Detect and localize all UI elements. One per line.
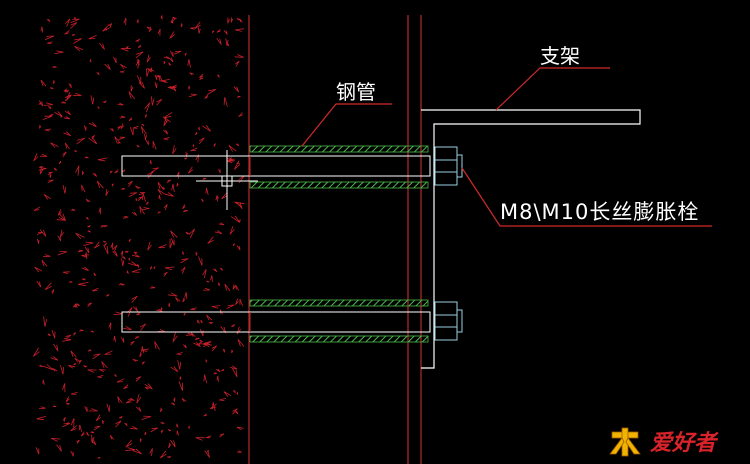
bolt-nut-upper: [434, 146, 463, 186]
leader-bolt: [461, 167, 712, 227]
cad-crosshair-cursor: [196, 150, 258, 210]
label-support: 支架: [540, 44, 580, 68]
expansion-bolt-lower: [121, 311, 431, 333]
bolt-nut-lower: [434, 301, 463, 341]
support-bracket: [421, 109, 641, 369]
label-steel-pipe: 钢管: [336, 80, 376, 104]
label-expansion-bolt: M8\M10长丝膨胀栓: [500, 200, 700, 224]
leader-steel-pipe: [301, 103, 392, 147]
leader-support: [495, 67, 610, 111]
steel-pipe-upper: [249, 145, 429, 189]
steel-pipe-lower: [249, 299, 429, 343]
concrete-wall: [32, 15, 245, 459]
wood-house-logo-icon: [609, 427, 641, 457]
expansion-bolt-upper: [121, 155, 431, 177]
watermark-text: 爱好者: [650, 431, 717, 456]
